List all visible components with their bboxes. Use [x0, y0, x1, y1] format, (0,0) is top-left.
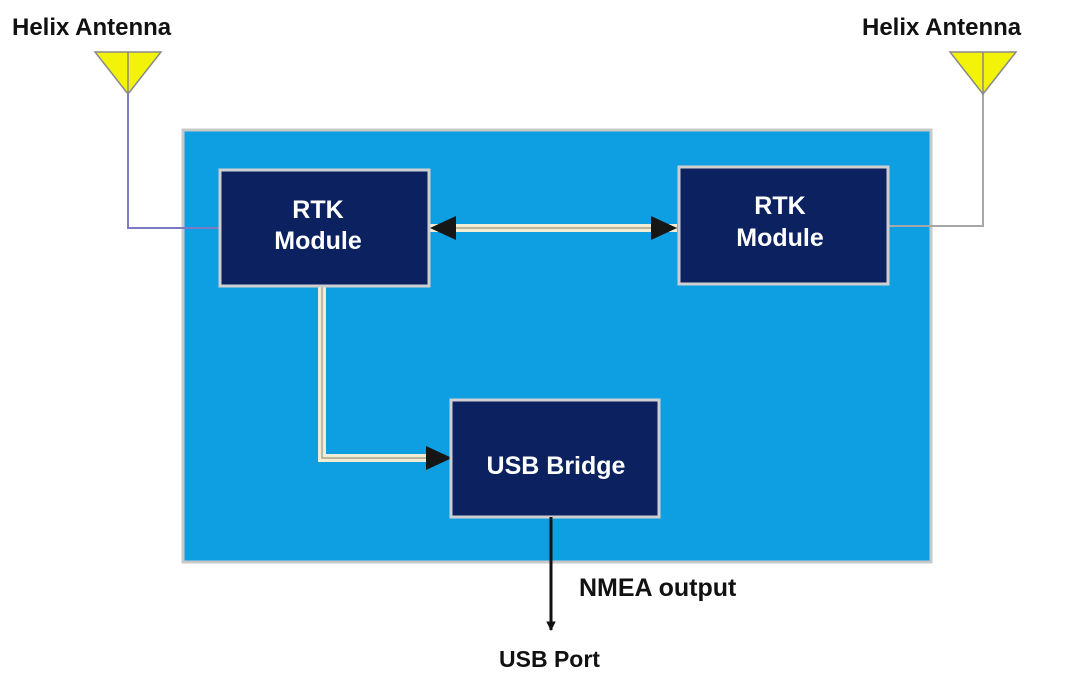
nmea-output-label: NMEA output: [579, 574, 737, 602]
helix-antenna-right-icon: [948, 51, 1018, 96]
antenna-left-label: Helix Antenna: [12, 14, 172, 41]
antenna-right-wire: [888, 94, 984, 227]
rtk-to-usb-connector: [318, 286, 452, 470]
rtk-module-right: RTK Module: [677, 165, 890, 286]
rtk-module-right-line2: Module: [736, 224, 824, 252]
helix-antenna-left-icon: [93, 51, 163, 96]
rtk-link-arrowhead-right: [651, 216, 677, 240]
antenna-right-label: Helix Antenna: [862, 14, 1022, 41]
usb-bridge-label: USB Bridge: [487, 452, 626, 480]
antenna-left-wire: [127, 94, 220, 229]
rtk-module-left: RTK Module: [218, 168, 431, 288]
rtk-module-right-line1: RTK: [754, 192, 805, 220]
rtk-module-left-line1: RTK: [292, 196, 343, 224]
rtk-module-left-line2: Module: [274, 227, 362, 255]
usb-connector-arrowhead: [426, 446, 452, 470]
usb-port-label: USB Port: [499, 646, 600, 672]
rtk-link-connector: [430, 216, 677, 240]
rtk-link-arrowhead-left: [430, 216, 456, 240]
usb-bridge: USB Bridge: [449, 398, 661, 519]
